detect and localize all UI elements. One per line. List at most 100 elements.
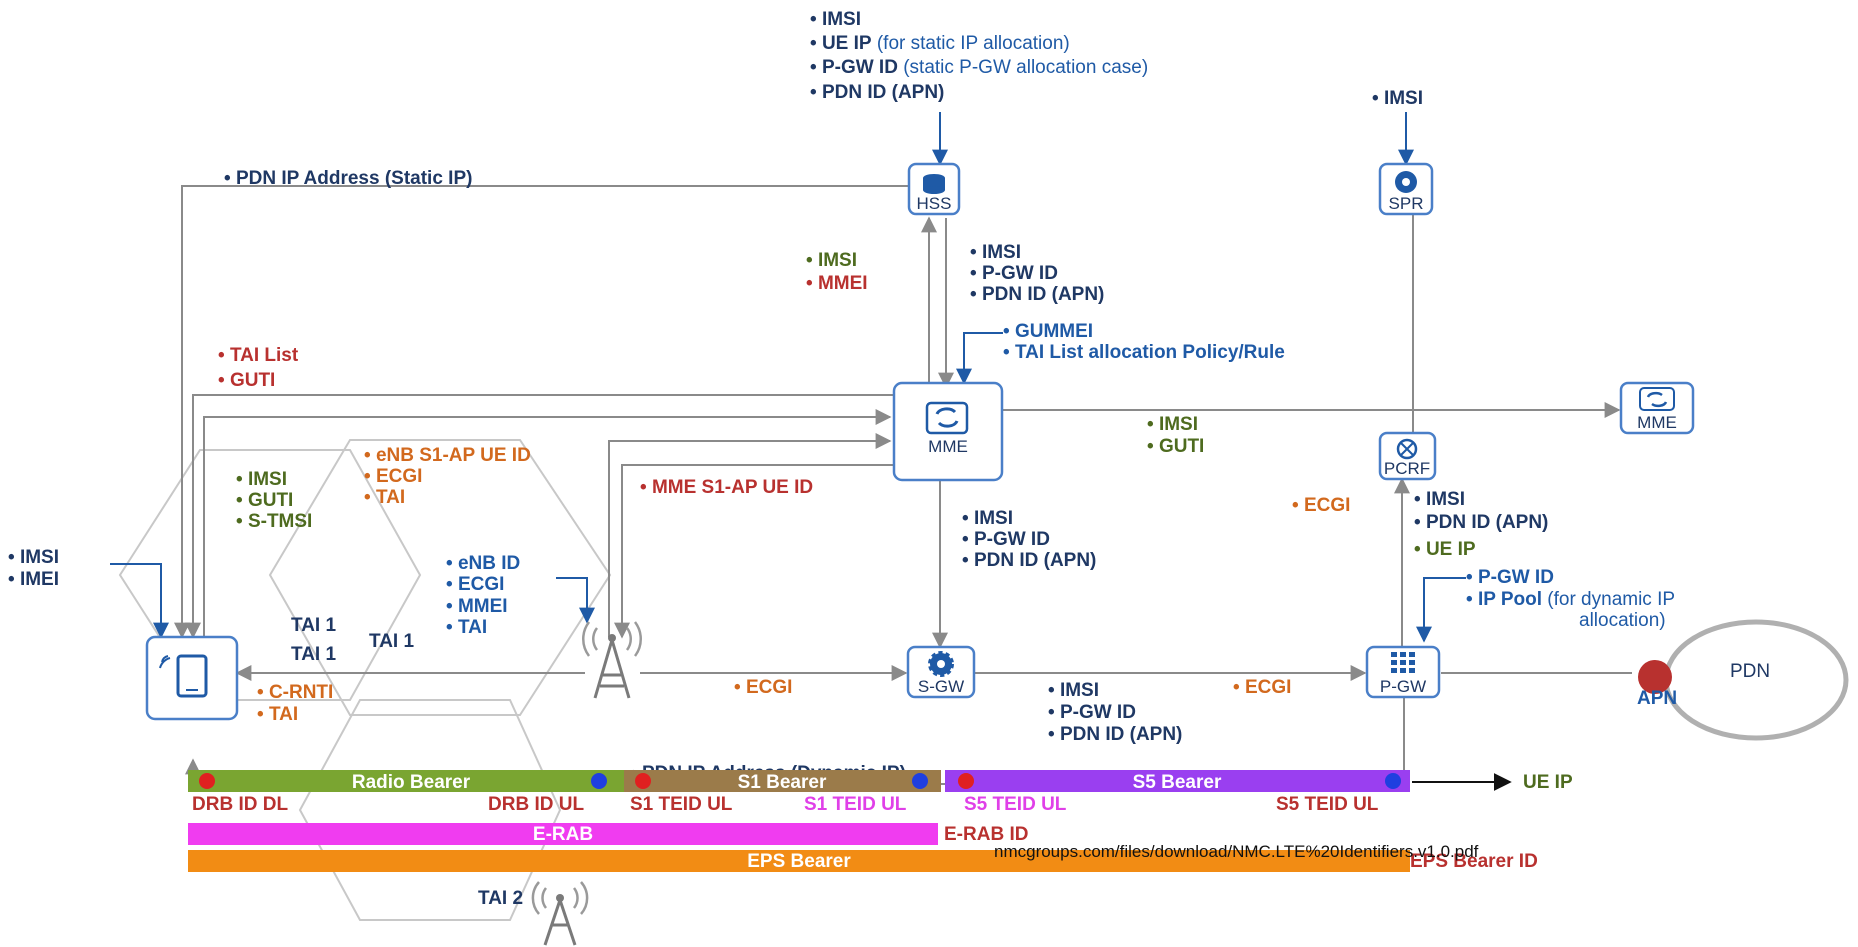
svg-text:• P-GW ID: • P-GW ID (970, 263, 1058, 284)
connector-lines (110, 112, 1632, 791)
svg-text:• C-RNTI: • C-RNTI (257, 682, 333, 703)
svg-text:• IMSI: • IMSI (1048, 680, 1099, 701)
pgw-label: P-GW (1380, 677, 1426, 696)
svg-text:Radio Bearer: Radio Bearer (352, 772, 471, 793)
drb-id-dl-label: DRB ID DL (192, 794, 288, 815)
svg-text:• IMEI: • IMEI (8, 569, 59, 590)
enb-ids: • eNB ID • ECGI • MMEI • TAI (446, 553, 520, 638)
pgw-config-ids: • P-GW ID • IP Pool (for dynamic IP allo… (1466, 567, 1675, 631)
svg-text:• UE IP (for static IP allocat: • UE IP (for static IP allocation) (810, 33, 1070, 54)
eps-bearer-id-label: EPS Bearer ID (1410, 851, 1538, 872)
svg-text:• IMSI: • IMSI (806, 250, 857, 271)
svg-text:• GUTI: • GUTI (236, 490, 293, 511)
enb-s1ap-ids: • eNB S1-AP UE ID • ECGI • TAI (364, 445, 531, 508)
apn-label: APN (1637, 688, 1677, 709)
svg-text:• PDN ID (APN): • PDN ID (APN) (810, 82, 944, 103)
svg-text:• TAI List allocation Policy/R: • TAI List allocation Policy/Rule (1003, 342, 1285, 363)
svg-text:• PDN ID (APN): • PDN ID (APN) (970, 284, 1104, 305)
node-mme-peer[interactable]: MME (1619, 381, 1695, 435)
svg-text:• GUTI: • GUTI (218, 370, 275, 391)
mobile-phone-icon (159, 654, 208, 698)
tai-1-label-a: TAI 1 (291, 615, 336, 636)
svg-text:• IMSI: • IMSI (1147, 414, 1198, 435)
ecgi-sgw-pgw-label: • ECGI (1233, 677, 1291, 698)
ecgi-enb-sgw-label: • ECGI (734, 677, 792, 698)
node-mme[interactable]: MME (892, 381, 1004, 482)
drb-id-ul-label: DRB ID UL (488, 794, 584, 815)
svg-text:• TAI List: • TAI List (218, 345, 299, 366)
svg-text:• UE IP: • UE IP (1414, 539, 1476, 560)
svg-text:• IMSI: • IMSI (1414, 489, 1465, 510)
s1-teid-ul-label: S1 TEID UL (630, 794, 733, 815)
database-icon (923, 174, 945, 194)
svg-text:EPS Bearer: EPS Bearer (747, 851, 851, 872)
node-pcrf[interactable]: PCRF (1378, 431, 1437, 481)
svg-text:• MMEI: • MMEI (446, 596, 508, 617)
crossed-circle-icon (1396, 438, 1418, 460)
svg-text:S1 Bearer: S1 Bearer (738, 772, 827, 793)
svg-text:• ECGI: • ECGI (364, 466, 422, 487)
svg-text:• P-GW ID: • P-GW ID (1048, 702, 1136, 723)
cell-tower-icon (582, 621, 642, 699)
tai-guti-ids: • TAI List • GUTI (218, 345, 299, 391)
svg-text:• IMSI: • IMSI (962, 508, 1013, 529)
hss-mme-left-ids: • IMSI • MMEI (806, 250, 868, 294)
svg-text:• S-TMSI: • S-TMSI (236, 511, 312, 532)
pcrf-ecgi-label: • ECGI (1292, 495, 1350, 516)
pdn-label: PDN (1730, 661, 1770, 682)
tai-2-label: TAI 2 (478, 888, 523, 909)
svg-text:E-RAB: E-RAB (533, 824, 593, 845)
svg-text:• PDN ID (APN): • PDN ID (APN) (962, 550, 1096, 571)
svg-text:• IMSI: • IMSI (8, 547, 59, 568)
ue-left-ids: • IMSI • IMEI (8, 547, 59, 590)
svg-text:• PDN ID (APN): • PDN ID (APN) (1414, 512, 1548, 533)
tai-1-label-b: TAI 1 (291, 644, 336, 665)
sgw-pgw-ids: • IMSI • P-GW ID • PDN ID (APN) (1048, 680, 1182, 745)
pcrf-pgw-ids: • IMSI • PDN ID (APN) • UE IP (1414, 489, 1548, 560)
s5-teid-ul-label-2: S5 TEID UL (1276, 794, 1379, 815)
pcrf-label: PCRF (1384, 459, 1430, 478)
ue-device[interactable] (145, 635, 239, 721)
sgw-label: S-GW (918, 677, 964, 696)
gear-icon (928, 651, 954, 677)
mme-peer-label: MME (1637, 413, 1677, 432)
svg-text:• eNB ID: • eNB ID (446, 553, 520, 574)
node-spr[interactable]: SPR (1378, 162, 1434, 216)
s5-teid-ul-label: S5 TEID UL (964, 794, 1067, 815)
apn-dot (1638, 660, 1672, 694)
svg-text:• IP Pool (for dynamic IP: • IP Pool (for dynamic IP (1466, 589, 1675, 610)
svg-text:• IMSI: • IMSI (236, 469, 287, 490)
mme-config-ids: • GUMMEI • TAI List allocation Policy/Ru… (1003, 321, 1285, 363)
mme-sgw-ids: • IMSI • P-GW ID • PDN ID (APN) (962, 508, 1096, 571)
ue-ip-label: UE IP (1523, 772, 1573, 793)
erab-bar: E-RAB (188, 823, 938, 845)
svg-text:• TAI: • TAI (364, 487, 405, 508)
spr-label: SPR (1389, 194, 1424, 213)
cell-tower-icon (531, 881, 589, 946)
pdn-ip-static-label: • PDN IP Address (Static IP) (224, 168, 472, 189)
node-sgw[interactable]: S-GW (906, 645, 976, 699)
svg-text:• ECGI: • ECGI (446, 574, 504, 595)
mme-s1ap-label: • MME S1-AP UE ID (640, 477, 813, 498)
crnti-ids: • C-RNTI • TAI (257, 682, 333, 725)
svg-text:• IMSI: • IMSI (810, 9, 861, 30)
svg-text:• TAI: • TAI (446, 617, 487, 638)
node-pgw[interactable]: P-GW (1365, 645, 1441, 699)
node-hss[interactable]: HSS (907, 162, 961, 216)
svg-text:• GUMMEI: • GUMMEI (1003, 321, 1093, 342)
ue-green-ids: • IMSI • GUTI • S-TMSI (236, 469, 312, 532)
hss-top-ids: • IMSI • UE IP (for static IP allocation… (810, 9, 1148, 103)
mme-peer-ids: • IMSI • GUTI (1147, 414, 1204, 457)
cell-hexagons (118, 439, 612, 921)
hss-label: HSS (917, 194, 952, 213)
s1-teid-ul-label-2: S1 TEID UL (804, 794, 907, 815)
erab-id-label: E-RAB ID (944, 824, 1028, 845)
svg-text:• MMEI: • MMEI (806, 273, 868, 294)
spr-top-ids: • IMSI (1372, 88, 1423, 109)
svg-text:allocation): allocation) (1579, 610, 1666, 631)
tai-1-label-c: TAI 1 (369, 631, 414, 652)
svg-text:• GUTI: • GUTI (1147, 436, 1204, 457)
svg-text:• P-GW ID: • P-GW ID (962, 529, 1050, 550)
svg-text:• TAI: • TAI (257, 704, 298, 725)
